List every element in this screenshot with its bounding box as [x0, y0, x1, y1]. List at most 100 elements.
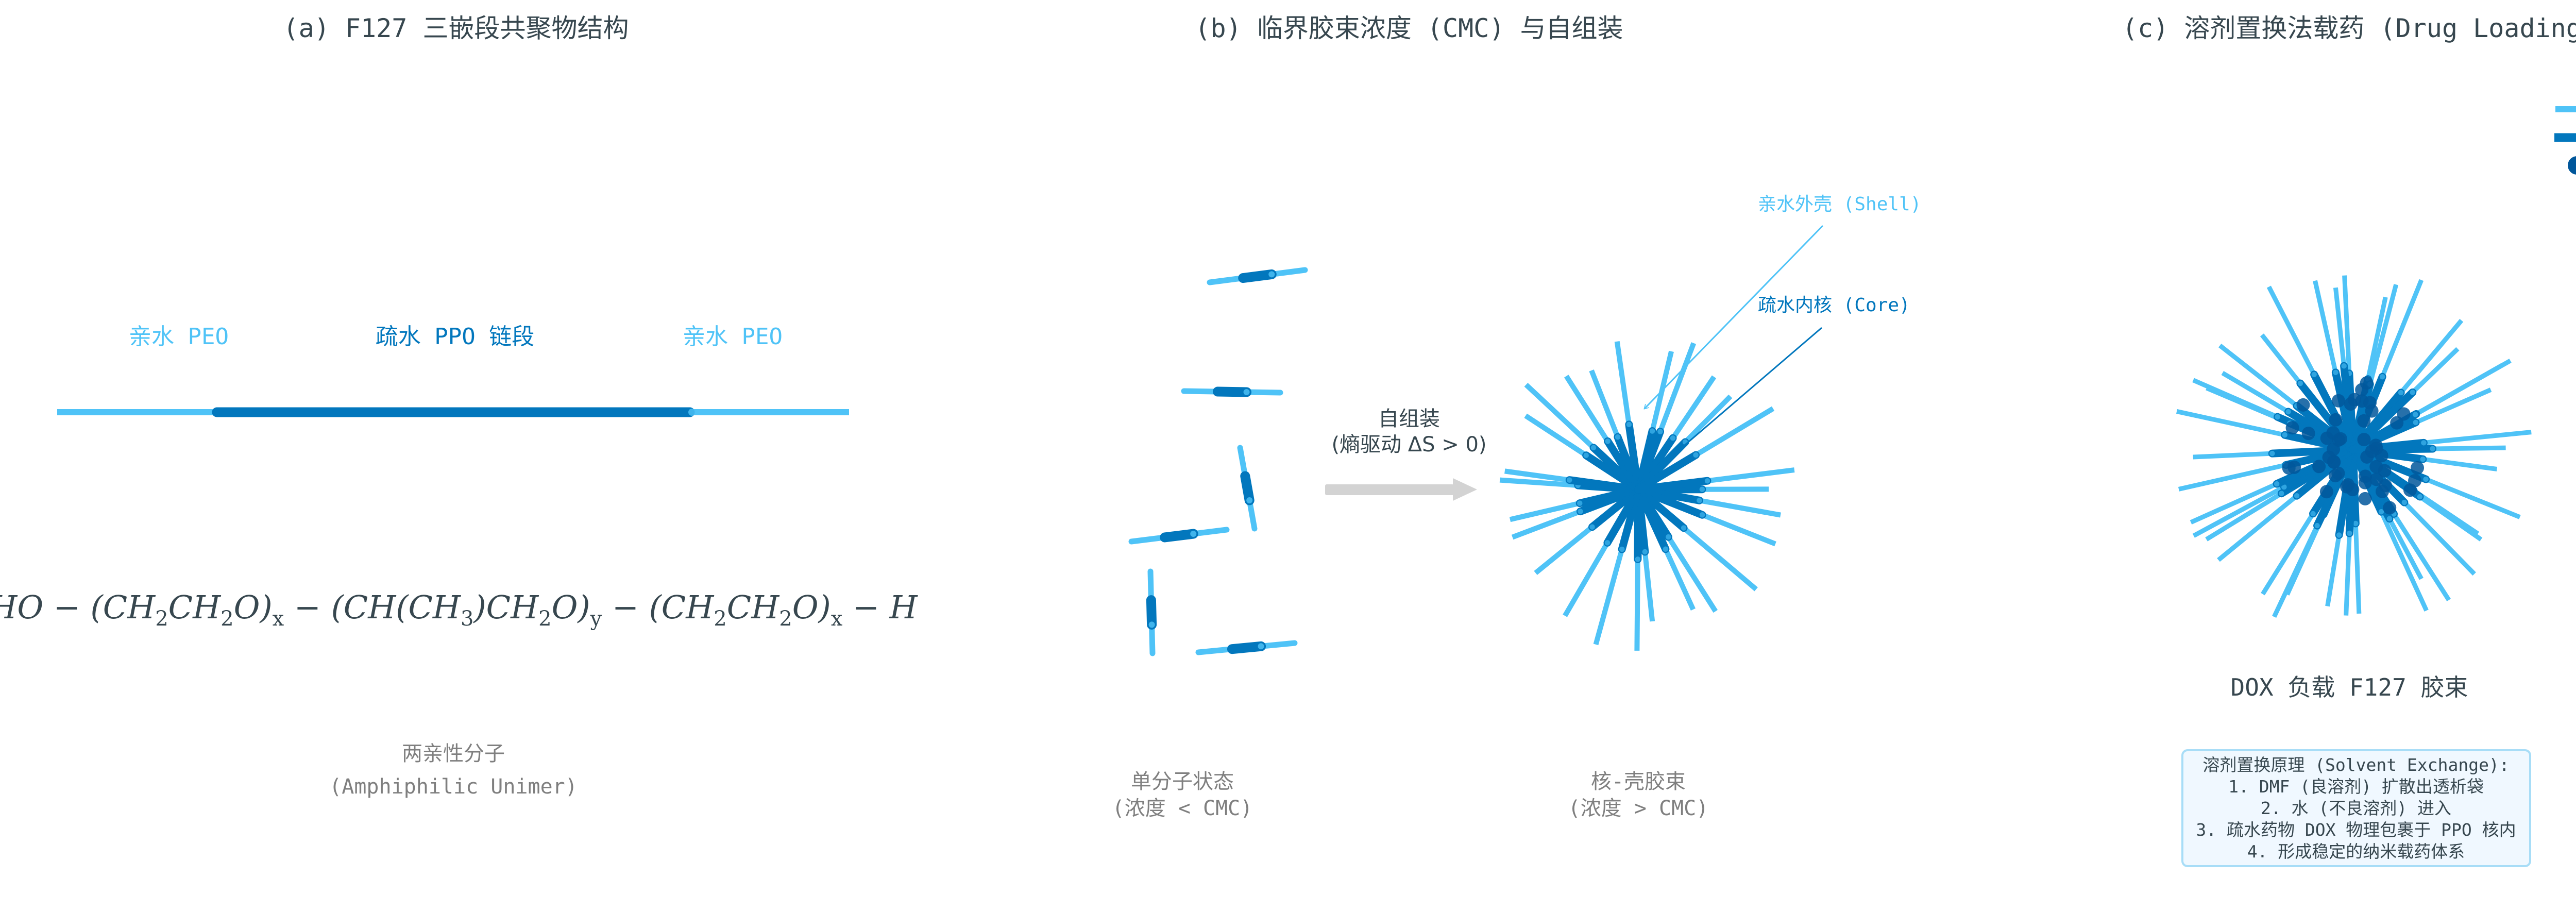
- shell-peo-arm: [2205, 491, 2283, 542]
- shell-peo-arm: [1701, 512, 1776, 547]
- shell-peo-arm: [1699, 498, 1781, 518]
- arm-junction: [2279, 491, 2284, 496]
- shell-peo-arm: [2415, 387, 2492, 425]
- panel-a: (a) F127 三嵌段共聚物结构 亲水 PEO 疏水 PPO 链段 亲水 PE…: [0, 13, 919, 799]
- unimer-state-condition: (浓度 < CMC): [1112, 797, 1253, 820]
- ppo-middle-label: 疏水 PPO 链段: [376, 324, 534, 350]
- arm-junction: [1577, 500, 1583, 506]
- shell-peo-arm: [1499, 477, 1579, 488]
- dox-drug-molecule: [2333, 432, 2347, 446]
- self-assembly-label: 自组装: [1378, 407, 1440, 431]
- arm-junction: [1605, 438, 1611, 444]
- shell-peo-arm: [2178, 463, 2286, 492]
- arm-junction: [2412, 412, 2418, 417]
- arm-junction: [1626, 421, 1632, 428]
- arm-junction: [1590, 445, 1597, 451]
- shell-peo-arm: [2402, 500, 2476, 576]
- core-ppo-arm: [1565, 476, 1642, 494]
- shell-peo-arm: [2190, 482, 2278, 525]
- shell-peo-arm: [2176, 409, 2285, 437]
- peo-right-label: 亲水 PEO: [683, 324, 783, 350]
- arm-junction: [2294, 493, 2300, 499]
- arm-junction: [2311, 371, 2317, 378]
- arm-junction: [1704, 478, 1710, 484]
- unimer-junction: [1243, 389, 1250, 395]
- arm-junction: [2333, 369, 2338, 376]
- unimer-caption-en: (Amphiphilic Unimer): [329, 775, 578, 799]
- shell-peo-arm: [2353, 523, 2362, 614]
- arm-junction: [1615, 434, 1621, 440]
- info-box-step-2: 2. 水 (不良溶剂) 进入: [2261, 798, 2451, 818]
- core-ppo-arm: [1634, 451, 1700, 494]
- shell-peo-arm: [2221, 370, 2290, 414]
- arm-junction: [2347, 530, 2352, 536]
- dox-drug-molecule: [2369, 460, 2383, 474]
- shell-peo-arm: [1642, 551, 1655, 622]
- dox-drug-molecule: [2301, 427, 2315, 441]
- arm-junction: [2281, 484, 2287, 490]
- core-shell-micelle: [1499, 341, 1795, 651]
- dox-loaded-micelle: [2176, 275, 2532, 618]
- shell-peo-arm: [1663, 548, 1696, 611]
- core-annotation-line: [1659, 327, 1822, 467]
- shell-annotation-arrow: [1645, 225, 1824, 409]
- self-assembly-arrow: [1325, 478, 1477, 501]
- shell-peo-arm: [2192, 485, 2285, 538]
- panel-c: (c) 溶剂置换法载药 (Drug Loading) PEO (亲水链) PPO…: [2122, 13, 2576, 867]
- peo-left-label: 亲水 PEO: [129, 324, 229, 350]
- shell-peo-arm: [1593, 548, 1625, 646]
- block-junction-dot: [688, 409, 696, 416]
- dox-drug-molecule: [2365, 444, 2379, 458]
- shell-peo-arm: [2313, 280, 2338, 373]
- arm-junction: [1642, 549, 1648, 555]
- shell-peo-arm: [2266, 285, 2316, 376]
- arm-junction: [1567, 477, 1572, 483]
- unimer-junction: [1190, 531, 1197, 537]
- arm-junction: [2274, 481, 2280, 487]
- arm-junction: [2398, 390, 2404, 396]
- shell-peo-arm: [2387, 517, 2424, 580]
- dox-drug-molecule: [2360, 376, 2374, 390]
- unimer-junction: [1246, 497, 1253, 504]
- shell-peo-arm: [2432, 445, 2506, 451]
- panel-b-title: (b) 临界胶束浓度 (CMC) 与自组装: [1195, 13, 1623, 43]
- shell-peo-arm: [1563, 541, 1610, 617]
- arm-junction: [2423, 476, 2429, 482]
- legend-item-ppo: PPO (疏水链): [2554, 133, 2576, 142]
- dox-drug-molecule: [2346, 483, 2360, 497]
- info-box-step-4: 4. 形成稳定的纳米载药体系: [2247, 841, 2465, 862]
- arm-junction: [2269, 450, 2275, 457]
- arm-junction: [2341, 363, 2347, 369]
- dox-drug-molecule: [2282, 461, 2296, 475]
- arm-junction: [2379, 374, 2385, 380]
- shell-peo-arm: [1524, 413, 1588, 458]
- dox-drug-molecule: [2285, 421, 2299, 435]
- dox-drug-molecule: [2411, 461, 2425, 475]
- shell-peo-arm: [2344, 533, 2352, 616]
- shell-peo-arm: [2418, 495, 2483, 542]
- shell-peo-arm: [1509, 500, 1581, 522]
- shell-peo-arm: [2193, 451, 2273, 460]
- dox-swatch-dot: [2568, 156, 2576, 175]
- shell-peo-arm: [1614, 341, 1632, 425]
- dox-drug-molecule: [2331, 394, 2345, 408]
- arm-junction: [1589, 524, 1595, 530]
- arm-junction: [2336, 532, 2342, 538]
- arm-junction: [2297, 380, 2303, 386]
- solvent-exchange-info-box: 溶剂置换原理 (Solvent Exchange): 1. DMF (良溶剂) …: [2181, 749, 2531, 867]
- arm-junction: [2378, 509, 2384, 515]
- shell-peo-arm: [1694, 406, 1775, 458]
- unimer-ppo-segment: [1238, 269, 1277, 283]
- shell-peo-arm: [2365, 296, 2388, 380]
- shell-peo-arm: [1682, 526, 1758, 592]
- shell-peo-arm: [2423, 430, 2532, 445]
- shell-peo-arm: [2261, 512, 2315, 596]
- unimer-caption-cn: 两亲性分子: [402, 742, 505, 766]
- shell-peo-arm: [2218, 344, 2298, 408]
- arm-junction: [2310, 511, 2316, 517]
- arm-junction: [2314, 522, 2320, 529]
- arm-junction: [1697, 498, 1702, 503]
- arm-junction: [1670, 435, 1676, 441]
- micelle-caption: 核-壳胶束: [1591, 770, 1686, 793]
